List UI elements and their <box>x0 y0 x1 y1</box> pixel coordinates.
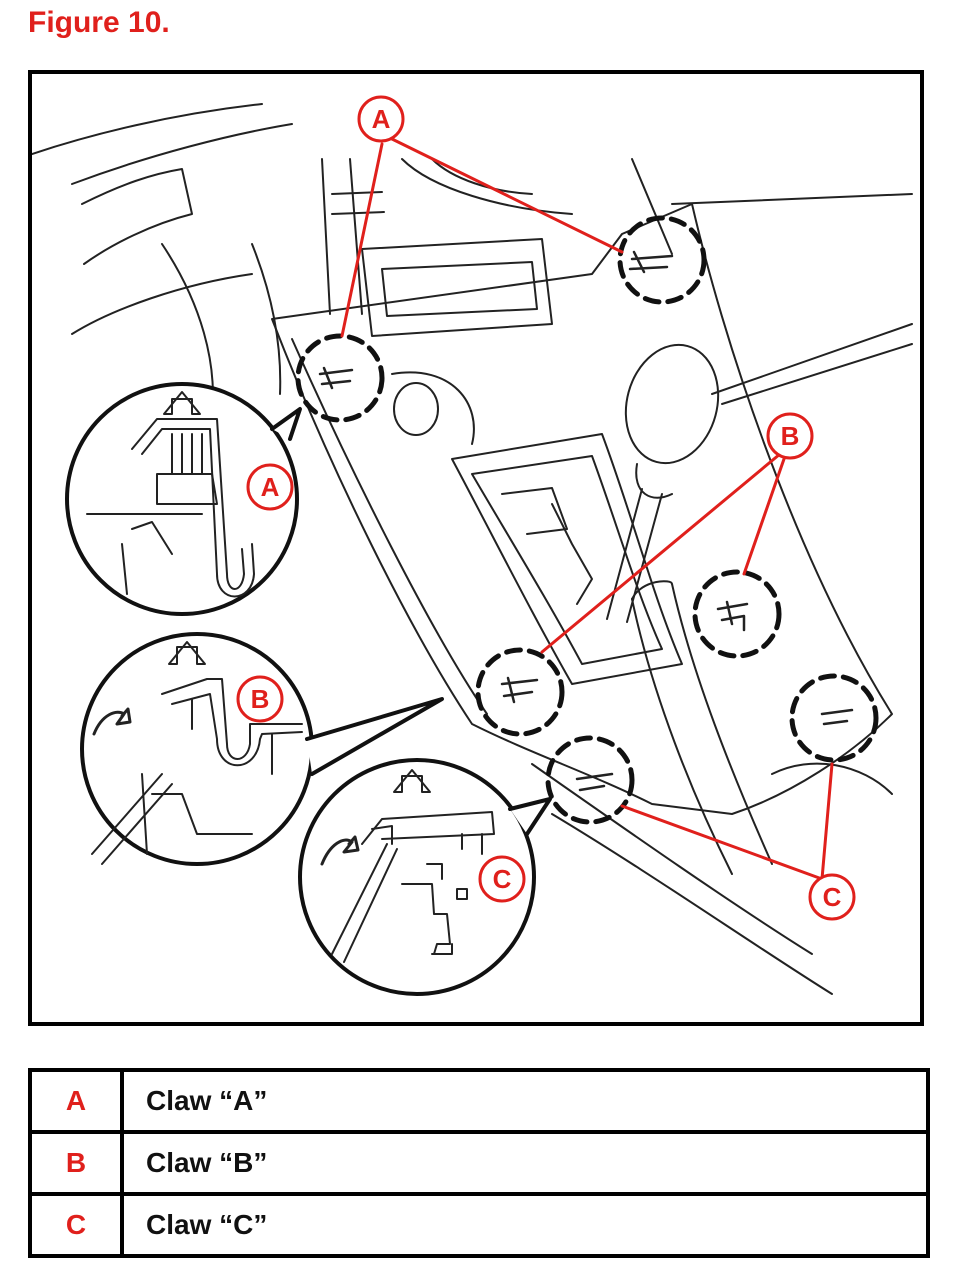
shift-knob <box>391 343 720 623</box>
callout-leaders <box>340 137 834 881</box>
figure-title: Figure 10. <box>28 6 170 39</box>
legend-row: A Claw “A” <box>28 1068 930 1134</box>
callout-a-inset: A <box>246 463 294 511</box>
diagram-frame: A A B B C C <box>28 70 924 1026</box>
legend-desc: Claw “C” <box>120 1192 930 1258</box>
legend-row: B Claw “B” <box>28 1130 930 1196</box>
svg-text:C: C <box>823 882 842 912</box>
legend-desc: Claw “B” <box>120 1130 930 1196</box>
inset-detail-c <box>298 758 552 996</box>
legend-desc: Claw “A” <box>120 1068 930 1134</box>
claw-dashed-circles <box>295 215 879 825</box>
parking-brake-lever <box>531 580 893 995</box>
callout-a-top: A <box>357 95 405 143</box>
svg-text:C: C <box>493 864 512 894</box>
inset-detail-a <box>65 382 302 616</box>
console-panel <box>271 203 893 815</box>
legend-table: A Claw “A” B Claw “B” C Claw “C” <box>28 1068 930 1258</box>
svg-text:A: A <box>261 472 280 502</box>
legend-key: C <box>28 1192 124 1258</box>
callout-c-right: C <box>808 873 856 921</box>
console-claw-diagram: A A B B C C <box>32 95 913 996</box>
callout-c-inset: C <box>478 855 526 903</box>
legend-key: B <box>28 1130 124 1196</box>
svg-text:B: B <box>251 684 270 714</box>
callout-b-right: B <box>766 412 814 460</box>
clip-marks <box>318 250 854 792</box>
callout-b-inset: B <box>236 675 284 723</box>
svg-text:B: B <box>781 421 800 451</box>
dashboard-outline <box>32 103 913 415</box>
legend-key: A <box>28 1068 124 1134</box>
legend-row: C Claw “C” <box>28 1192 930 1258</box>
svg-text:A: A <box>372 104 391 134</box>
